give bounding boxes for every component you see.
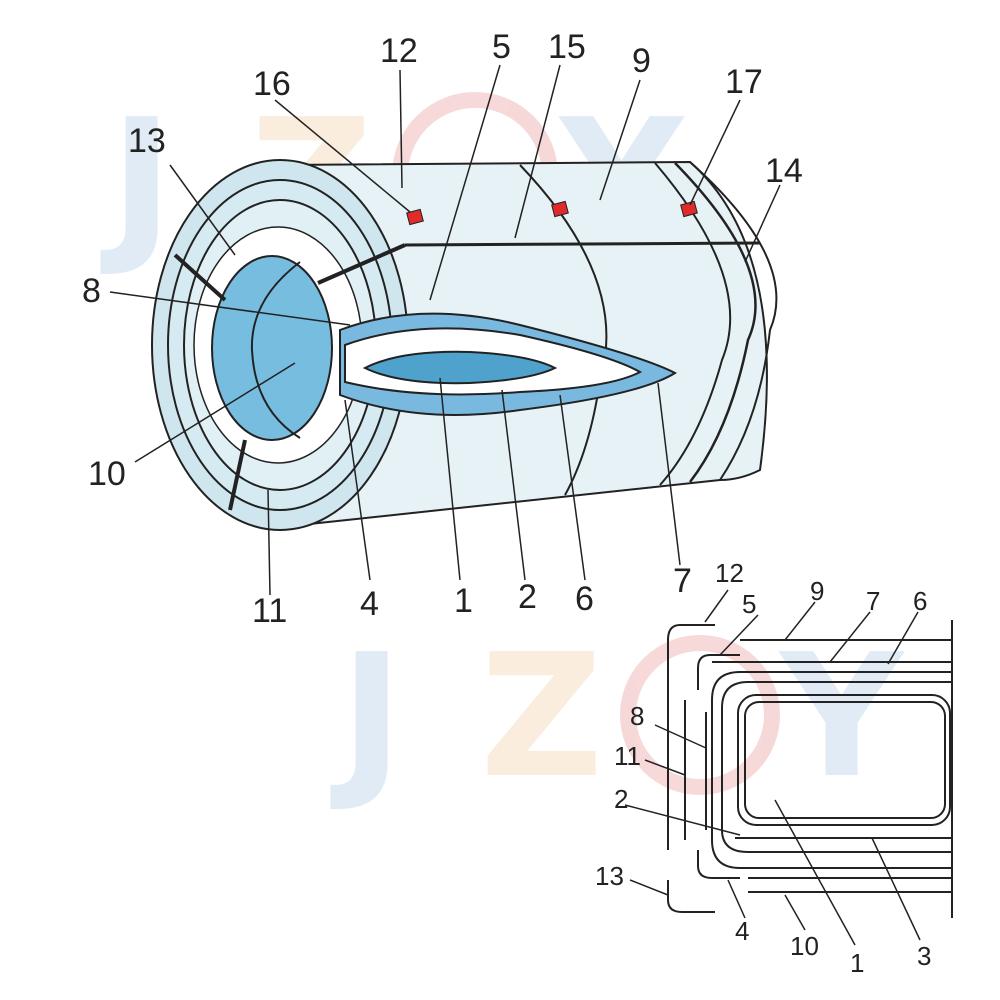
section-label-8: 8 bbox=[630, 701, 644, 731]
section-label-7: 7 bbox=[866, 586, 880, 616]
section-label-9: 9 bbox=[810, 576, 824, 606]
marker-16 bbox=[406, 208, 424, 226]
label-14: 14 bbox=[765, 152, 803, 190]
section-label-1: 1 bbox=[850, 948, 864, 978]
label-13: 13 bbox=[128, 122, 166, 160]
cut-line bbox=[317, 243, 406, 285]
marker-17 bbox=[680, 200, 698, 218]
bracket-4 bbox=[697, 850, 740, 879]
label-10: 10 bbox=[88, 455, 126, 493]
watermark-ring bbox=[620, 635, 780, 795]
core-disk-edge bbox=[250, 261, 301, 439]
label-12: 12 bbox=[380, 32, 418, 70]
section-label-6: 6 bbox=[913, 586, 927, 616]
right-end-ring bbox=[674, 162, 757, 483]
section-label-10: 10 bbox=[790, 931, 819, 961]
cut-line bbox=[228, 439, 247, 511]
right-end-ring bbox=[654, 162, 732, 486]
marker-15 bbox=[551, 200, 569, 218]
label-6: 6 bbox=[575, 580, 594, 618]
label-7: 7 bbox=[673, 562, 692, 600]
label-8: 8 bbox=[82, 272, 101, 310]
layer-6 bbox=[711, 671, 952, 869]
watermark-letter-y: Y bbox=[778, 618, 905, 816]
bracket-13 bbox=[667, 880, 715, 913]
main-leader-lines bbox=[109, 64, 781, 596]
cable-cutaway: 12 5 15 9 17 14 16 13 8 10 11 4 1 2 6 7 bbox=[82, 28, 803, 630]
section-label-12: 12 bbox=[715, 558, 744, 588]
inner-conductor bbox=[362, 350, 558, 385]
core-disk bbox=[211, 255, 333, 441]
right-end-ring bbox=[689, 161, 778, 481]
label-16: 16 bbox=[253, 65, 291, 103]
watermark-letter-j: J bbox=[330, 618, 403, 816]
label-1: 1 bbox=[454, 582, 473, 620]
section-label-3: 3 bbox=[917, 941, 931, 971]
section-label-11: 11 bbox=[614, 741, 641, 771]
section-leader-lines bbox=[624, 589, 921, 946]
bracket-5 bbox=[697, 654, 740, 690]
bracket-12 bbox=[667, 624, 715, 850]
label-4: 4 bbox=[360, 585, 379, 623]
label-2: 2 bbox=[518, 578, 537, 616]
inner-conductor-core bbox=[744, 701, 946, 819]
section-label-5: 5 bbox=[742, 589, 756, 619]
top-edge-line bbox=[404, 241, 761, 247]
layer-2 bbox=[721, 681, 952, 853]
cut-line bbox=[173, 253, 227, 302]
label-9: 9 bbox=[632, 42, 651, 80]
label-5: 5 bbox=[492, 28, 511, 66]
label-17: 17 bbox=[725, 63, 763, 101]
cross-section-schematic bbox=[624, 589, 953, 946]
section-label-13: 13 bbox=[595, 861, 624, 891]
label-15: 15 bbox=[548, 28, 586, 66]
watermark-letter-j: J bbox=[100, 83, 173, 281]
watermark-letter-z: Z bbox=[480, 618, 603, 816]
inner-conductor-box bbox=[737, 694, 951, 826]
cross-section-labels: 12 5 9 7 6 8 11 2 13 4 10 1 3 bbox=[595, 558, 931, 978]
section-label-4: 4 bbox=[735, 916, 749, 946]
label-11: 11 bbox=[252, 592, 287, 630]
section-label-2: 2 bbox=[614, 784, 628, 814]
